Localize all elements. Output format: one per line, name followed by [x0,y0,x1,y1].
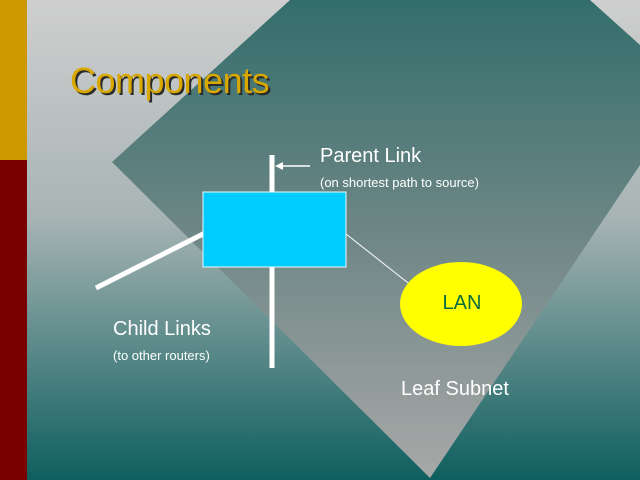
slide-title: Components [70,60,270,101]
parent-link-note: (on shortest path to source) [320,175,479,190]
router-box [202,191,347,268]
leaf-subnet-label: Leaf Subnet [401,378,509,400]
child-links-note: (to other routers) [113,348,210,363]
lan-ellipse [400,262,522,346]
child-links-label: Child Links [113,318,211,340]
parent-link-arrowhead [275,162,283,170]
lan-link-line [345,233,413,287]
child-link-line [94,230,207,291]
accent-bar-red [0,160,27,480]
accent-bar-gold [0,0,27,160]
lan-label: LAN [442,292,482,314]
parent-link-label: Parent Link [320,145,422,167]
background-diamond [112,0,640,478]
